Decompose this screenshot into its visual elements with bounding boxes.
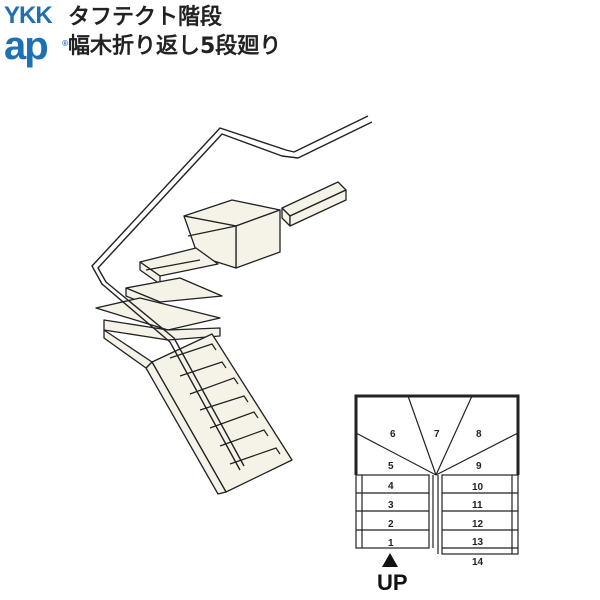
- plan-step-10: 10: [472, 482, 484, 493]
- plan-step-7: 7: [434, 429, 440, 440]
- title-line-2: 幅木折り返し5段廻り: [68, 34, 282, 59]
- plan-step-1: 1: [388, 538, 394, 549]
- plan-step-14: 14: [472, 557, 484, 568]
- plan-step-12: 12: [472, 519, 484, 530]
- page-title: タフテクト階段 幅木折り返し5段廻り: [68, 4, 281, 62]
- brand-logo-bottom: ap ®: [4, 26, 68, 66]
- up-label: UP: [377, 570, 408, 595]
- plan-step-13: 13: [472, 537, 484, 548]
- brand-logo-bottom-text: ap: [4, 24, 49, 68]
- plan-step-2: 2: [388, 519, 394, 530]
- upper-landing-front: [289, 189, 347, 227]
- brand-logo: YKK ap ®: [4, 2, 68, 67]
- mid-landing-side: [103, 329, 153, 369]
- plan-step-8: 8: [476, 429, 482, 440]
- title-line-1: タフテクト階段: [68, 5, 223, 30]
- brand-logo-top: YKK: [4, 2, 53, 29]
- plan-step-9: 9: [476, 461, 482, 472]
- plan-step-11: 11: [472, 500, 483, 511]
- plan-step-4: 4: [388, 481, 394, 492]
- plan-step-5: 5: [388, 461, 394, 472]
- plan-step-6: 6: [390, 429, 396, 440]
- plan-step-3: 3: [388, 500, 394, 511]
- registered-mark: ®: [62, 39, 68, 48]
- up-arrow-icon: [382, 553, 398, 567]
